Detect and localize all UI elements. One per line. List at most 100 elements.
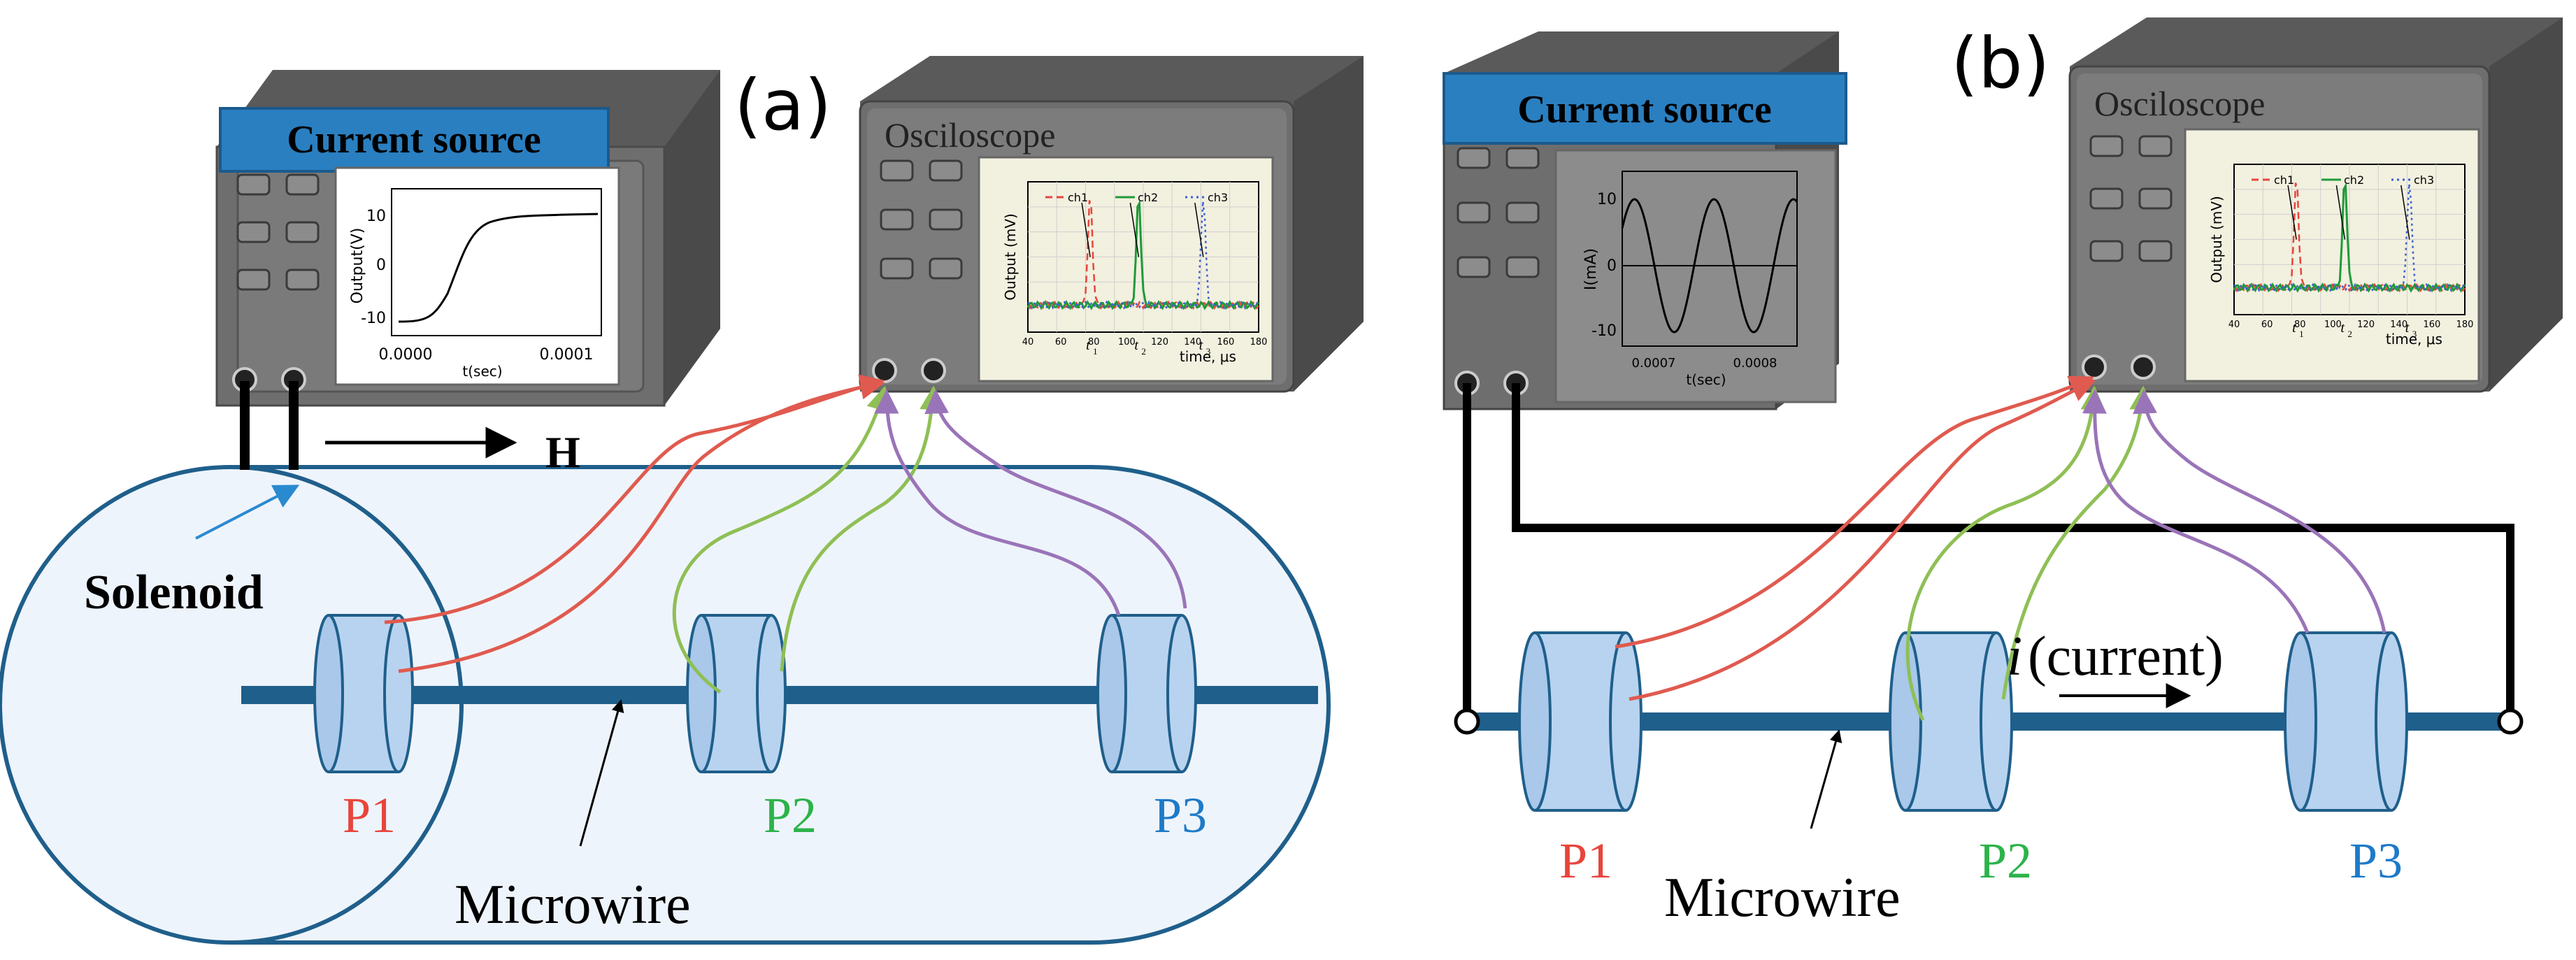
legend-label: ch2 xyxy=(1138,191,1158,204)
x-tick: 40 xyxy=(1022,337,1034,348)
pickup-label-p2: P2 xyxy=(764,787,817,843)
x-axis-label: t(sec) xyxy=(1686,371,1726,388)
device-button xyxy=(880,159,914,182)
device-button xyxy=(1457,201,1491,224)
x-tick: 140 xyxy=(1184,337,1201,348)
x-axis-label: t(sec) xyxy=(462,363,502,380)
x-tick: 160 xyxy=(1217,337,1234,348)
time-marker-sub: 1 xyxy=(1093,346,1098,357)
solenoid-label: Solenoid xyxy=(84,566,264,619)
device-button xyxy=(236,268,271,291)
lead-p1-to-osc xyxy=(1629,378,2096,701)
x-tick: 100 xyxy=(1118,337,1136,348)
pickup-coil-p1 xyxy=(1518,631,1643,812)
y-tick: 0 xyxy=(376,257,386,274)
current-source-screen xyxy=(1554,149,1837,403)
y-tick: 10 xyxy=(1597,191,1617,208)
x-tick: 40 xyxy=(2228,320,2240,330)
device-button xyxy=(929,257,963,280)
device-button xyxy=(2089,240,2124,262)
lead-p3-to-osc xyxy=(2082,389,2310,633)
lead-p2-to-osc xyxy=(780,385,945,672)
input-connector xyxy=(2131,354,2156,380)
current-source-title-bar xyxy=(1443,72,1847,145)
panel-label-a: (a) xyxy=(734,64,831,146)
x-axis-label: time, μs xyxy=(1180,348,1236,365)
lead-p1-to-osc xyxy=(398,375,885,673)
x-tick: 60 xyxy=(2261,320,2273,330)
current-source-screen xyxy=(334,166,620,386)
device-button xyxy=(285,221,320,243)
pickup-coil-p2 xyxy=(1889,631,2013,812)
sine-current-plot: 10 0 -10 0.0007 0.0008 t(sec) I(mA) xyxy=(1582,171,1798,388)
x-tick: 0.0008 xyxy=(1733,356,1777,371)
marker-pointer xyxy=(1194,202,1204,257)
series-ch3 xyxy=(1027,201,1260,310)
microwire-pointer xyxy=(579,699,624,847)
device-button xyxy=(929,159,963,182)
x-tick: 80 xyxy=(2294,320,2306,330)
x-tick: 100 xyxy=(2324,320,2342,330)
x-tick: 180 xyxy=(2456,320,2474,330)
time-marker: t xyxy=(2405,320,2410,336)
current-source-title: Current source xyxy=(1517,88,1771,131)
legend-label: ch1 xyxy=(2274,173,2294,187)
terminal-node xyxy=(1454,708,1480,735)
lead-p2-to-osc xyxy=(1905,385,2105,722)
y-axis-label: Output (mV) xyxy=(1002,213,1019,301)
device-button xyxy=(2089,135,2124,157)
legend-label: ch2 xyxy=(2344,173,2364,187)
pickup-label-p3: P3 xyxy=(1154,787,1207,843)
device-button xyxy=(1457,147,1491,169)
microwire-label: Microwire xyxy=(455,874,691,936)
marker-pointer xyxy=(1129,202,1140,257)
pickup-label-p3: P3 xyxy=(2349,833,2403,889)
oscilloscope-title: Osciloscope xyxy=(885,115,1055,155)
series-ch2 xyxy=(1026,199,1260,310)
device-button xyxy=(2138,240,2173,262)
button-grid xyxy=(236,173,320,291)
microwire-pointer xyxy=(1810,729,1842,829)
current-symbol: i xyxy=(2007,626,2022,687)
pickup-label-p1: P1 xyxy=(343,787,396,843)
current-source-device-b: Current source 10 0 -10 0.0007 0.0008 xyxy=(1443,31,1847,410)
panel-b: Current source 10 0 -10 0.0007 0.0008 xyxy=(1443,17,2563,929)
device-button xyxy=(285,268,320,291)
time-marker: t xyxy=(2340,320,2345,336)
time-marker-sub: 2 xyxy=(2347,329,2352,339)
oscilloscope-screen xyxy=(978,156,1274,382)
x-tick: 120 xyxy=(1151,337,1168,348)
current-source-title: Current source xyxy=(287,118,541,162)
solenoid-end-face xyxy=(0,465,464,945)
x-tick: 120 xyxy=(2357,320,2375,330)
device-button xyxy=(880,208,914,231)
solenoid-pointer xyxy=(195,485,300,540)
series-ch2 xyxy=(2233,182,2466,293)
time-marker-sub: 3 xyxy=(1206,346,1211,357)
lead-p3-to-osc xyxy=(2133,389,2387,633)
y-tick: 10 xyxy=(366,208,386,225)
device-button xyxy=(2138,187,2173,210)
marker-pointer xyxy=(2335,185,2346,240)
time-marker-sub: 2 xyxy=(1141,346,1146,357)
lead-p3-to-osc xyxy=(874,389,1121,616)
device-button xyxy=(2089,187,2124,210)
button-grid xyxy=(1457,147,1540,278)
time-marker: t xyxy=(1134,338,1138,353)
x-tick: 0.0000 xyxy=(379,346,433,364)
x-tick: 0.0001 xyxy=(540,346,594,364)
lead-p1-to-osc xyxy=(1615,375,2095,649)
y-tick: 0 xyxy=(1607,257,1617,275)
y-tick: -10 xyxy=(361,310,386,327)
x-axis-label: time, μs xyxy=(2386,331,2442,348)
x-tick: 160 xyxy=(2423,320,2440,330)
circuit-wire xyxy=(1512,383,2514,720)
terminal-node xyxy=(2497,708,2524,735)
panel-label-b: (b) xyxy=(1951,22,2050,104)
device-button xyxy=(929,208,963,231)
panel-a: Current source 10 0 -10 0.0000 xyxy=(0,56,1364,945)
